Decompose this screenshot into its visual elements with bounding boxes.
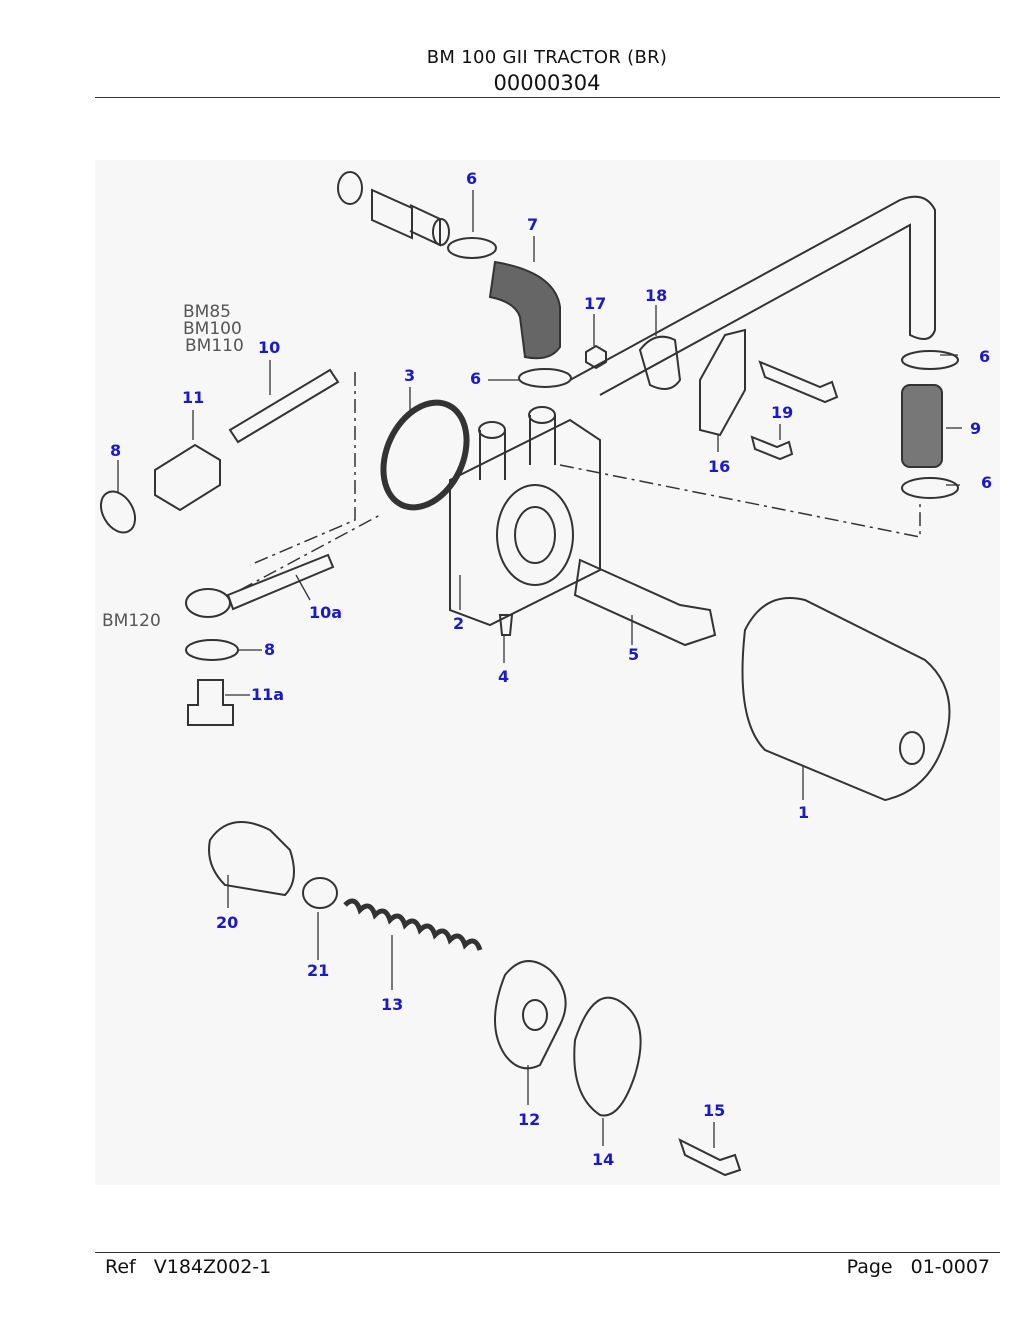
footer-page-value: 01-0007 [910, 1256, 990, 1278]
oil-cooler-port [514, 506, 556, 564]
parts-diagram: BM85 BM100 BM110 BM120 6 7 17 18 6 19 9 … [95, 160, 1000, 1185]
callout-12: 16 [708, 457, 730, 476]
oil-filter-1 [741, 597, 951, 802]
callout-10a: 10a [309, 603, 342, 622]
callout-19: 15 [703, 1101, 725, 1120]
hose-9 [901, 384, 943, 468]
callout-10: 10 [258, 338, 280, 357]
callout-15: 19 [771, 403, 793, 422]
fitting-11 [154, 443, 221, 512]
footer-page-label: Page [846, 1256, 893, 1278]
callout-6: 6 [470, 369, 481, 388]
banjo-pipe-10a [226, 553, 335, 611]
callout-11a: 11a [251, 685, 284, 704]
banjo-bolt-11a [187, 679, 234, 726]
gasket-16-hole [522, 999, 548, 1031]
callout-2: 2 [453, 614, 464, 633]
callout-13: 17 [584, 294, 606, 313]
bolt-15-b [750, 435, 794, 461]
callout-6: 6 [979, 347, 990, 366]
header-code: 00000304 [493, 71, 601, 95]
return-pipe [569, 195, 936, 396]
oil-cooler-nipples [479, 415, 556, 480]
callout-16: 12 [518, 1110, 540, 1129]
gasket-16 [494, 960, 567, 1070]
plug-4 [498, 614, 514, 636]
valve-21 [302, 877, 338, 909]
stud-5 [573, 558, 717, 647]
footer-ref-value: V184Z002-1 [153, 1256, 272, 1278]
callout-8: 8 [110, 441, 121, 460]
callout-3: 3 [404, 366, 415, 385]
footer-ref-label: Ref [105, 1256, 136, 1278]
callout-1: 1 [798, 803, 809, 822]
callout-21: 21 [307, 961, 329, 980]
bolt-19 [678, 1138, 742, 1177]
model-label-bm100: BM100 [183, 319, 242, 339]
callout-17: 13 [381, 995, 403, 1014]
header-title: BM 100 GII TRACTOR (BR) [426, 47, 668, 68]
model-label-bm110: BM110 [185, 336, 244, 356]
nipple-b [528, 406, 556, 424]
leader-lines [117, 190, 962, 1148]
spring-17 [343, 898, 483, 951]
gasket-3 [380, 399, 470, 511]
model-label-bm85: BM85 [183, 302, 231, 322]
clamp-6-b [518, 368, 572, 388]
cover-18 [573, 996, 642, 1117]
filter-hole [899, 731, 925, 765]
callout-9: 9 [970, 419, 981, 438]
callout-20: 20 [216, 913, 238, 932]
callout-8: 8 [264, 640, 275, 659]
cup-20 [208, 821, 295, 897]
washer-8-a [99, 490, 137, 534]
callout-6: 6 [981, 473, 992, 492]
callout-6: 6 [466, 169, 477, 188]
pipe-10 [228, 368, 340, 444]
model-label-bm120: BM120 [102, 611, 161, 631]
footer-rule [95, 1252, 1000, 1253]
parts-group-upper [99, 171, 959, 802]
parts-group-lower [208, 821, 742, 1177]
clamp-6-d [901, 477, 959, 499]
callout-11: 11 [182, 388, 204, 407]
callout-4: 4 [498, 667, 509, 686]
bolt-15-a [758, 360, 839, 404]
callout-18: 14 [592, 1150, 614, 1169]
clamp-6-c [901, 350, 959, 370]
connection-lines [239, 372, 921, 591]
nipple-a [478, 421, 506, 439]
clamp-6-a [447, 237, 497, 259]
clamp-14 [638, 335, 682, 390]
callout-7: 7 [527, 215, 538, 234]
callout-14: 18 [645, 286, 667, 305]
footer-page: Page 01-0007 [847, 1256, 990, 1278]
hose-7 [488, 260, 561, 360]
bracket-12 [699, 328, 746, 437]
callout-5: 5 [628, 645, 639, 664]
footer-ref: Ref V184Z002-1 [105, 1256, 271, 1278]
oil-cooler-face [496, 484, 574, 586]
hose-fitting [337, 171, 450, 247]
header-rule [95, 97, 1000, 98]
nut-13 [585, 344, 607, 370]
